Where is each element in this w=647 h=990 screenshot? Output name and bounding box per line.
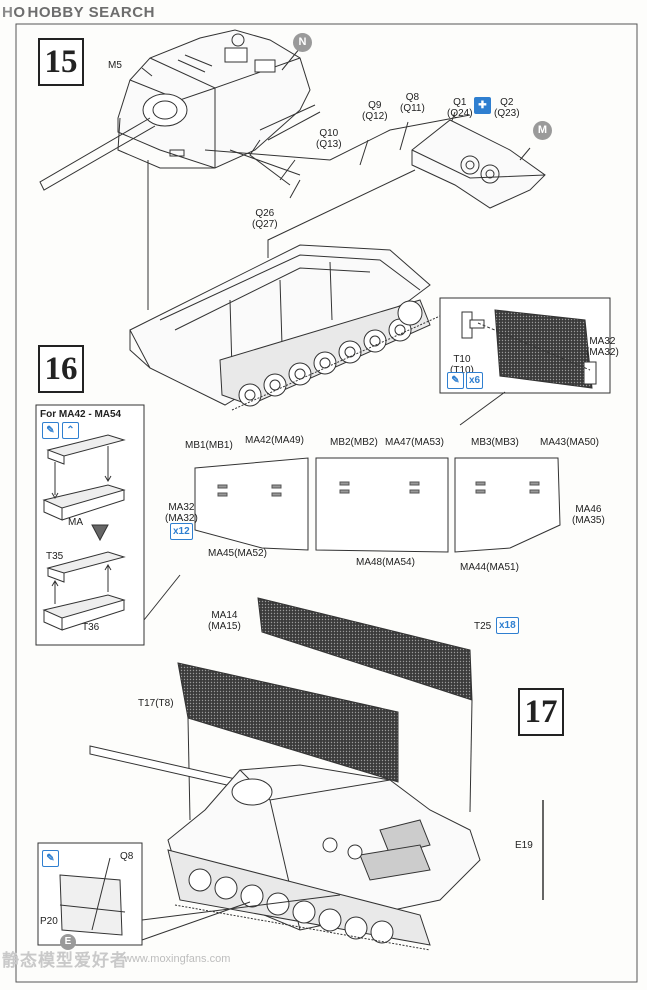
label-ma43: MA43(MA50) xyxy=(540,437,599,448)
qty-x12: x12 xyxy=(170,523,193,540)
label-q9: Q9 (Q12) xyxy=(362,100,388,122)
mesh-panel-upper xyxy=(257,597,473,701)
label-t36: T36 xyxy=(82,622,100,633)
leader-q-parts xyxy=(259,104,321,141)
page-border xyxy=(15,23,638,983)
label-ma: MA xyxy=(68,517,83,528)
label-q8: Q8 (Q11) xyxy=(400,92,425,114)
skirt-plates xyxy=(194,457,561,553)
cement-icon-2: ✎ xyxy=(42,422,59,439)
step-15-badge: 15 xyxy=(38,38,84,86)
label-t25: T25 xyxy=(474,621,492,632)
label-q2: Q2 (Q23) xyxy=(494,97,520,119)
cement-icon: ✎ xyxy=(447,372,464,389)
label-e19: E19 xyxy=(515,840,533,851)
hull-drawing xyxy=(129,244,441,411)
label-p20: P20 xyxy=(40,916,58,927)
label-t10: T10 (T10) xyxy=(450,354,474,376)
callout-m: M xyxy=(533,121,552,140)
callout-e: E xyxy=(60,934,76,950)
label-ma46: MA46 (MA35) xyxy=(572,504,605,526)
attach-icon: ⌃ xyxy=(62,422,79,439)
label-m5: M5 xyxy=(108,60,122,71)
qty-x18: x18 xyxy=(496,617,519,634)
label-ma47: MA47(MA53) xyxy=(385,437,444,448)
leader-m5 xyxy=(141,67,153,77)
leader-t25 xyxy=(469,699,473,813)
leader-rail xyxy=(204,114,471,161)
glue-icon: ✚ xyxy=(474,97,491,114)
label-q10: Q10 (Q13) xyxy=(316,128,342,150)
label-ma32-left: MA32 (MA32) xyxy=(165,502,198,524)
vehicle-drawing xyxy=(89,745,481,951)
label-ma45: MA45(MA52) xyxy=(208,548,267,559)
step-16-badge: 16 xyxy=(38,345,84,393)
leader-down-hull xyxy=(267,169,416,258)
label-for-ma: For MA42 - MA54 xyxy=(40,409,122,420)
qty-x6: x6 xyxy=(466,372,484,389)
label-ma48: MA48(MA54) xyxy=(356,557,415,568)
label-ma44: MA44(MA51) xyxy=(460,562,519,573)
cement-icon-3: ✎ xyxy=(42,850,59,867)
label-q8b: Q8 xyxy=(120,851,134,862)
rail-detail-inset xyxy=(35,404,181,646)
label-ma14: MA14 (MA15) xyxy=(208,610,241,632)
watermark-text: 静态模型爱好者 xyxy=(2,951,128,970)
watermark-url: www.moxingfans.com xyxy=(124,953,231,965)
label-t35: T35 xyxy=(46,551,64,562)
step-17-badge: 17 xyxy=(518,688,564,736)
down-arrow xyxy=(91,524,109,542)
rear-plate-drawing xyxy=(411,119,546,209)
label-ma32-top: MA32 (MA32) xyxy=(586,336,619,358)
label-ma42: MA42(MA49) xyxy=(245,435,304,446)
label-mb1: MB1(MB1) xyxy=(185,440,233,451)
label-q26: Q26 (Q27) xyxy=(252,208,278,230)
callout-n: N xyxy=(293,33,312,52)
label-mb3: MB3(MB3) xyxy=(471,437,519,448)
superstructure-drawing xyxy=(39,29,311,191)
leader-n xyxy=(281,47,301,71)
label-t17: T17(T8) xyxy=(138,698,174,709)
label-q1: Q1 (Q24) xyxy=(447,97,473,119)
mesh-panel-lower xyxy=(177,662,399,783)
label-mb2: MB2(MB2) xyxy=(330,437,378,448)
